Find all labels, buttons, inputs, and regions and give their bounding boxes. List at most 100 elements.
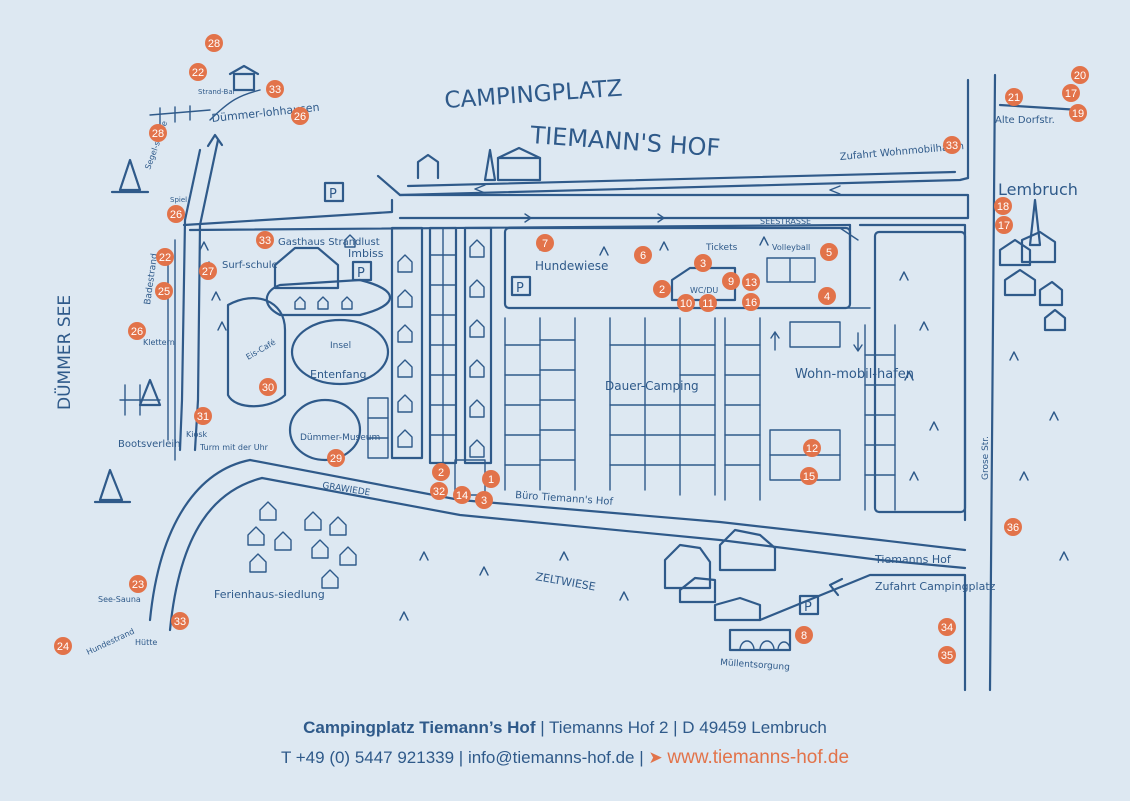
poi-marker-24[interactable]: 24 [54,637,72,655]
label-lembruch: Lembruch [998,180,1078,199]
poi-marker-5[interactable]: 5 [820,243,838,261]
poi-marker-number: 11 [702,298,713,310]
poi-marker-circle [1062,84,1080,102]
poi-marker-19[interactable]: 19 [1069,104,1087,122]
poi-marker-number: 3 [481,495,487,507]
label-zufahrt-camping: Zufahrt Campingplatz [875,580,996,593]
poi-marker-number: 2 [659,284,665,296]
poi-marker-circle [1004,518,1022,536]
label-surfschule: Surf-schule [222,260,278,271]
poi-marker-8[interactable]: 8 [795,626,813,644]
poi-marker-circle [189,63,207,81]
poi-marker-number: 26 [131,326,143,338]
poi-marker-circle [266,80,284,98]
label-turm: Turm mit der Uhr [199,443,269,452]
poi-marker-15[interactable]: 15 [800,467,818,485]
poi-marker-number: 33 [174,616,186,628]
poi-marker-number: 18 [997,201,1009,213]
poi-marker-25[interactable]: 25 [155,282,173,300]
poi-marker-circle [818,287,836,305]
poi-marker-circle [199,262,217,280]
label-see-sauna: See-Sauna [98,595,141,604]
poi-marker-circle [699,294,717,312]
poi-marker-circle [482,470,500,488]
poi-marker-18[interactable]: 18 [994,197,1012,215]
poi-marker-1[interactable]: 1 [482,470,500,488]
poi-marker-number: 28 [208,38,220,50]
poi-marker-36[interactable]: 36 [1004,518,1022,536]
poi-marker-circle [475,491,493,509]
poi-marker-number: 29 [330,453,342,465]
poi-marker-6[interactable]: 6 [634,246,652,264]
poi-marker-2[interactable]: 2 [653,280,671,298]
poi-marker-2[interactable]: 2 [432,463,450,481]
poi-marker-circle [677,294,695,312]
poi-marker-10[interactable]: 10 [677,294,695,312]
poi-marker-31[interactable]: 31 [194,407,212,425]
poi-marker-30[interactable]: 30 [259,378,277,396]
poi-marker-26[interactable]: 26 [291,107,309,125]
poi-marker-14[interactable]: 14 [453,486,471,504]
poi-marker-number: 22 [159,252,171,264]
poi-marker-28[interactable]: 28 [205,34,223,52]
poi-marker-17[interactable]: 17 [995,216,1013,234]
label-alte-dorfstr: Alte Dorfstr. [995,115,1055,126]
poi-marker-number: 22 [192,67,204,79]
poi-marker-17[interactable]: 17 [1062,84,1080,102]
poi-marker-28[interactable]: 28 [149,124,167,142]
poi-marker-33[interactable]: 33 [256,231,274,249]
poi-marker-32[interactable]: 32 [430,482,448,500]
label-huette: Hütte [135,638,157,647]
footer-line2: T +49 (0) 5447 921339 | info@tiemanns-ho… [0,747,1130,769]
poi-marker-3[interactable]: 3 [475,491,493,509]
footer-website-link[interactable]: www.tiemanns-hof.de [667,747,850,768]
label-kiosk: Kiosk [186,430,208,439]
poi-marker-20[interactable]: 20 [1071,66,1089,84]
poi-marker-circle [54,637,72,655]
poi-marker-21[interactable]: 21 [1005,88,1023,106]
label-dauer-camping: Dauer-Camping [605,379,699,393]
poi-marker-34[interactable]: 34 [938,618,956,636]
poi-marker-22[interactable]: 22 [156,248,174,266]
poi-marker-3[interactable]: 3 [694,254,712,272]
camping-blocks [226,226,967,514]
label-muellentsorgung: Müllentsorgung [720,658,790,673]
poi-marker-circle [742,293,760,311]
poi-marker-29[interactable]: 29 [327,449,345,467]
poi-marker-circle [994,197,1012,215]
poi-marker-35[interactable]: 35 [938,646,956,664]
poi-marker-number: 15 [803,471,815,483]
poi-marker-circle [803,439,821,457]
poi-marker-23[interactable]: 23 [129,575,147,593]
poi-marker-13[interactable]: 13 [742,273,760,291]
poi-marker-9[interactable]: 9 [722,272,740,290]
poi-marker-number: 5 [826,247,832,259]
poi-marker-26[interactable]: 26 [167,205,185,223]
label-duemmer-museum: Dümmer-Museum [300,433,380,443]
footer-contact: T +49 (0) 5447 921339 | info@tiemanns-ho… [280,748,649,767]
poi-marker-number: 13 [745,277,757,289]
poi-marker-16[interactable]: 16 [742,293,760,311]
parking-label: P [357,266,365,281]
poi-marker-27[interactable]: 27 [199,262,217,280]
poi-marker-33[interactable]: 33 [266,80,284,98]
poi-marker-7[interactable]: 7 [536,234,554,252]
poi-marker-11[interactable]: 11 [699,294,717,312]
poi-marker-22[interactable]: 22 [189,63,207,81]
poi-marker-number: 33 [946,140,958,152]
poi-marker-33[interactable]: 33 [171,612,189,630]
poi-marker-number: 1 [488,474,494,486]
poi-marker-4[interactable]: 4 [818,287,836,305]
poi-marker-26[interactable]: 26 [128,322,146,340]
poi-marker-number: 12 [806,443,818,455]
roads [148,73,1082,692]
poi-marker-circle [536,234,554,252]
label-insel: Insel [330,341,351,351]
poi-marker-12[interactable]: 12 [803,439,821,457]
label-imbiss: Imbiss [348,247,384,260]
poi-marker-circle [1005,88,1023,106]
label-klettern: Klettern [143,338,175,347]
poi-marker-number: 20 [1074,70,1086,82]
label-duemmer-see: DÜMMER SEE [53,295,75,410]
poi-marker-33[interactable]: 33 [943,136,961,154]
